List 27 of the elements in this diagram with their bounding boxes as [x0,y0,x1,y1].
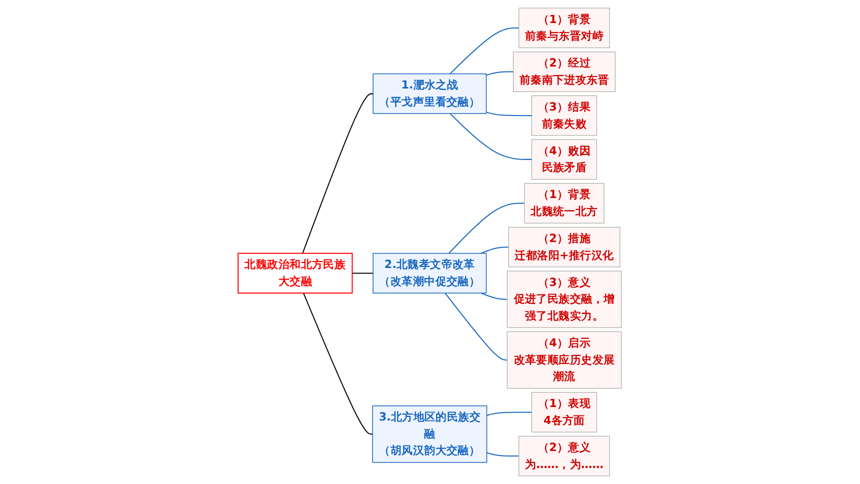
node-box: （3）意义 促进了民族交融，增强了北魏实力。 [507,270,622,328]
connector [303,292,373,435]
node-box: （3）结果 前秦失败 [532,95,598,136]
connector [302,93,374,254]
node-box: （2）意义 为……，为…… [518,436,610,476]
connector [481,292,508,300]
connector [450,113,532,160]
node-box: （2）措施 迁都洛阳+推行汉化 [508,226,620,268]
connector [481,246,509,254]
connector [450,27,520,74]
node-box: 2.北魏孝文帝改革 （改革潮中促交融） [373,252,487,294]
connector [486,112,532,116]
connector [445,292,508,360]
node-box: （4）启示 改革要顺应历史发展潮流 [507,331,622,388]
node-box: （2）经过 前秦南下进攻东晋 [513,52,616,92]
connector [352,272,374,274]
node-box: 3.北方地区的民族交融 （胡风汉韵大交融） [372,405,488,463]
connector [448,202,525,254]
connector [486,412,532,416]
node-box: （1）背景 前秦与东晋对峙 [518,8,610,48]
node-box: （4）败因 民族矛盾 [532,139,598,180]
node-box: 北魏政治和北方民族大交融 [238,252,354,294]
node-box: （1）背景 北魏统一北方 [524,183,605,224]
connector [486,452,520,457]
node-box: 1.淝水之战 （平戈声里看交融） [373,73,487,114]
connector [486,71,514,76]
node-box: （1）表现 4各方面 [532,392,598,432]
